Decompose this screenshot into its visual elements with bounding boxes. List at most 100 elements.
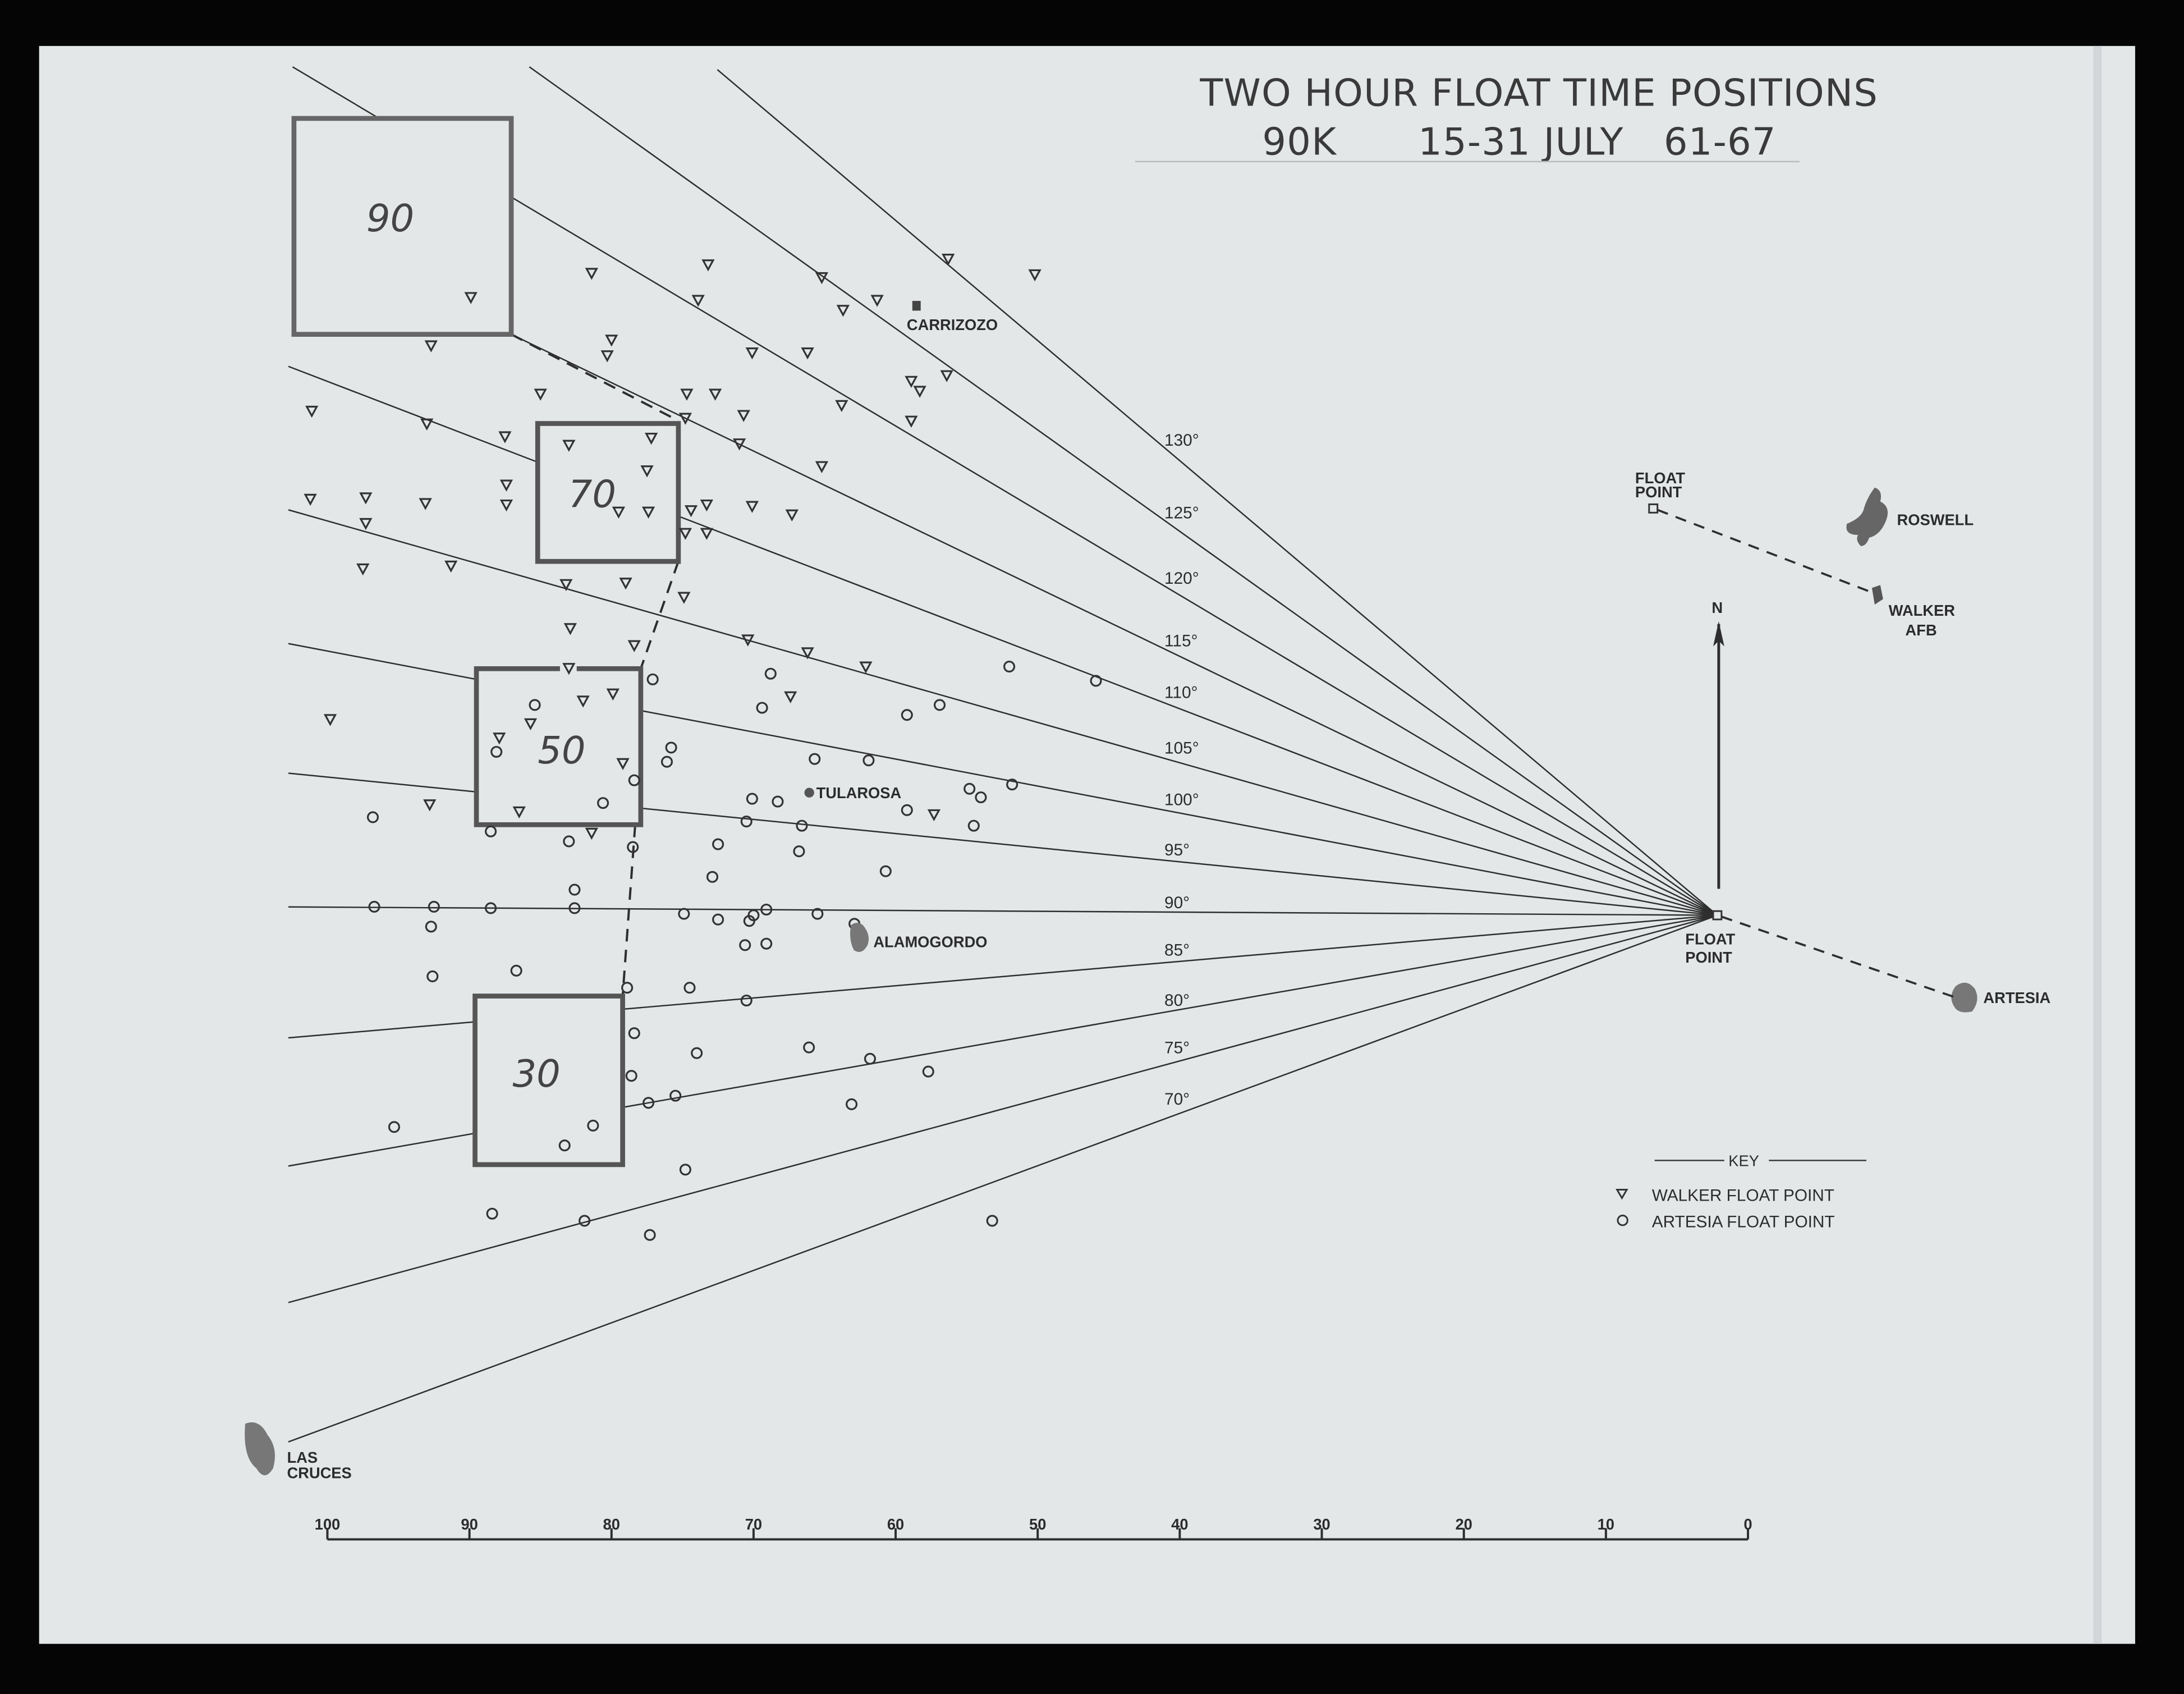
artesia-float-point bbox=[901, 804, 913, 816]
walker-float-point bbox=[927, 809, 941, 822]
artesia-float-point bbox=[486, 1207, 498, 1220]
scale-tick-label: 90 bbox=[461, 1516, 478, 1533]
walker-float-point bbox=[585, 268, 598, 280]
artesia-float-point bbox=[922, 1065, 934, 1078]
artesia-float-point bbox=[862, 754, 875, 767]
scale-tick-label: 40 bbox=[1171, 1516, 1188, 1533]
walker-float-point bbox=[870, 295, 884, 307]
walker-float-point bbox=[423, 799, 437, 812]
legend-artesia: ARTESIA FLOAT POINT bbox=[1652, 1213, 1835, 1231]
artesia-float-point bbox=[597, 797, 609, 809]
walker-float-point bbox=[562, 663, 576, 675]
walker-float-point bbox=[784, 691, 797, 704]
artesia-float-point bbox=[628, 774, 640, 786]
scale-tick-label: 20 bbox=[1455, 1516, 1472, 1533]
box-label: 30 bbox=[513, 1052, 561, 1096]
walker-float-point bbox=[678, 413, 692, 425]
scale-tick-label: 60 bbox=[887, 1516, 904, 1533]
float-label: FLOAT bbox=[1685, 931, 1735, 948]
artesia-float-point bbox=[760, 903, 773, 916]
artesia-float-point bbox=[746, 793, 758, 805]
circle-marker-icon bbox=[1617, 1214, 1628, 1226]
artesia-float-point bbox=[793, 845, 805, 858]
place-artesia: ARTESIA bbox=[1951, 982, 2050, 1013]
town-blob-icon bbox=[1846, 487, 1888, 546]
walker-float-point bbox=[576, 695, 590, 708]
place-label: ALAMOGORDO bbox=[873, 933, 987, 951]
artesia-float-point bbox=[568, 883, 581, 896]
artesia-float-point bbox=[485, 902, 497, 914]
walker-float-point bbox=[913, 386, 926, 398]
bearing-label: 115° bbox=[1164, 632, 1197, 651]
walker-float-point bbox=[534, 388, 547, 401]
bearing-line bbox=[288, 906, 1718, 916]
legend-walker: WALKER FLOAT POINT bbox=[1652, 1186, 1834, 1205]
artesia-float-point bbox=[1006, 779, 1018, 791]
artesia-float-point bbox=[679, 1164, 691, 1176]
walker-float-point bbox=[942, 253, 955, 266]
artesia-float-point bbox=[628, 1027, 640, 1040]
artesia-float-point bbox=[933, 699, 946, 711]
title-altitude: 90K bbox=[1262, 120, 1337, 163]
bearing-label: 90° bbox=[1164, 894, 1190, 912]
place-label: ARTESIA bbox=[1983, 989, 2050, 1006]
bearing-label: 105° bbox=[1164, 739, 1199, 758]
range-boxes: 90 70 50 30 bbox=[291, 116, 681, 1168]
triangle-marker-icon bbox=[1616, 1189, 1628, 1200]
artesia-float-point bbox=[660, 756, 673, 768]
place-label: CARRIZOZO bbox=[907, 316, 998, 333]
box-label: 50 bbox=[538, 729, 585, 772]
bearing-label: 120° bbox=[1164, 569, 1199, 588]
walker-float-point bbox=[815, 461, 829, 473]
artesia-float-point bbox=[975, 791, 987, 804]
artesia-float-point bbox=[621, 982, 634, 994]
scale-tick-label: 30 bbox=[1313, 1516, 1330, 1533]
artesia-float-point bbox=[388, 1121, 400, 1133]
place-tularosa: TULAROSA bbox=[804, 784, 901, 802]
artesia-float-point bbox=[643, 1097, 655, 1109]
walker-float-point bbox=[585, 827, 598, 840]
artesia-float-point bbox=[669, 1089, 682, 1102]
dashed-boundary bbox=[511, 333, 680, 996]
bearing-label: 70° bbox=[1164, 1090, 1190, 1109]
place-carrizozo: CARRIZOZO bbox=[907, 301, 998, 333]
bearing-line bbox=[717, 69, 1718, 916]
place-label: CRUCES bbox=[287, 1464, 351, 1481]
artesia-float-point bbox=[739, 939, 751, 951]
town-marker-icon bbox=[912, 301, 921, 311]
box-70: 70 bbox=[535, 421, 681, 564]
walker-float-point bbox=[836, 305, 850, 317]
bearing-line bbox=[288, 365, 1718, 916]
walker-float-point bbox=[732, 438, 746, 451]
artesia-float-point bbox=[490, 745, 503, 758]
artesia-float-point bbox=[764, 667, 777, 680]
walker-float-point bbox=[619, 578, 632, 590]
walker-float-point bbox=[1028, 269, 1041, 282]
walker-float-point bbox=[616, 758, 630, 771]
walker-float-point bbox=[498, 431, 512, 443]
artesia-float-point bbox=[760, 937, 773, 950]
bearing-line bbox=[511, 333, 1718, 916]
walker-float-point bbox=[464, 292, 478, 304]
place-label: WALKER bbox=[1889, 602, 1956, 619]
walker-float-point bbox=[612, 506, 626, 519]
box-90: 90 bbox=[291, 116, 514, 337]
title-dates: 15-31 JULY bbox=[1418, 120, 1624, 163]
town-blob-icon bbox=[850, 923, 869, 952]
artesia-float-point bbox=[811, 908, 824, 920]
bearing-line bbox=[292, 66, 1718, 916]
legend: KEY WALKER FLOAT POINT ARTESIA FLOAT POI… bbox=[1616, 1152, 1866, 1231]
artesia-float-point bbox=[1003, 661, 1016, 673]
walker-float-point bbox=[785, 509, 799, 522]
walker-float-point bbox=[641, 506, 655, 519]
legend-title: KEY bbox=[1728, 1152, 1759, 1169]
walker-float-point bbox=[524, 718, 538, 731]
artesia-float-point bbox=[426, 970, 439, 983]
walker-float-point bbox=[499, 479, 513, 492]
float-label: FLOAT bbox=[1635, 469, 1685, 487]
bearing-label: 130° bbox=[1164, 431, 1199, 450]
bearing-lines bbox=[288, 66, 1718, 1443]
walker-float-point bbox=[677, 592, 691, 604]
